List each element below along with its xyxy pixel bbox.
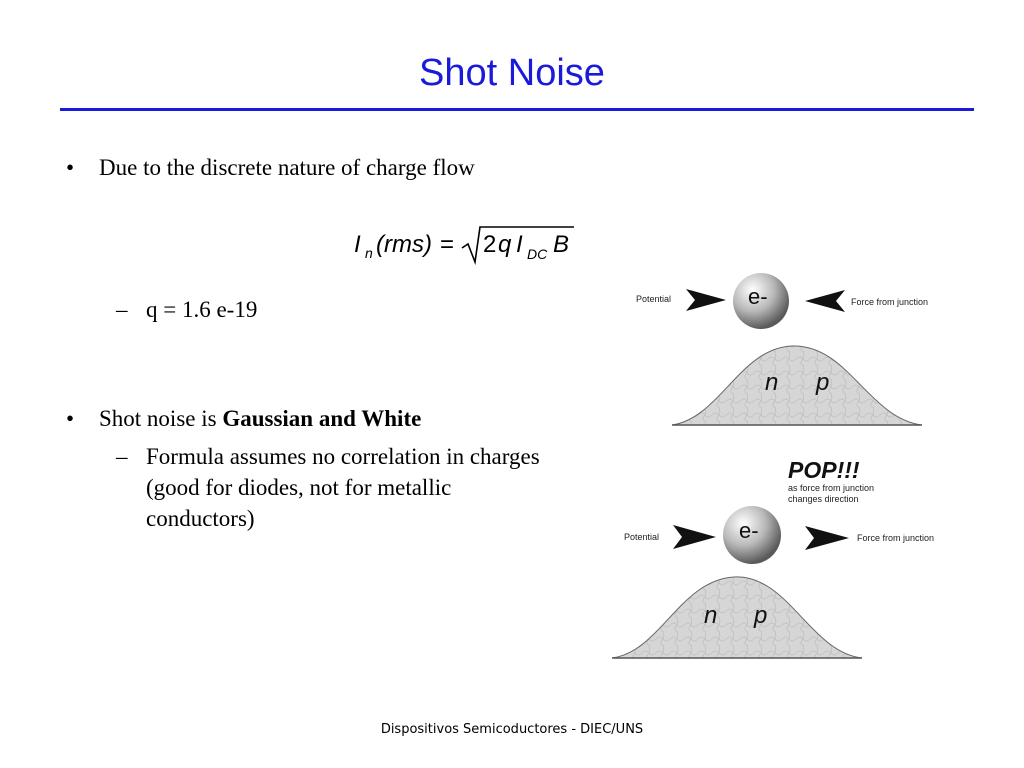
formula-b: B bbox=[553, 231, 569, 258]
bottom-left-arrow-icon bbox=[673, 525, 716, 549]
top-p-label: p bbox=[815, 369, 829, 396]
top-electron-ball-icon bbox=[733, 273, 789, 329]
sub-bullet-q-text: q = 1.6 e-19 bbox=[146, 297, 258, 322]
bullet-2-text: Shot noise is bbox=[99, 406, 223, 431]
sub-bullet-q: – q = 1.6 e-19 bbox=[116, 294, 526, 325]
bottom-bell-curve bbox=[611, 576, 863, 659]
bullet-marker: • bbox=[66, 406, 75, 431]
formula-equals: = bbox=[440, 231, 454, 258]
pop-line-2: changes direction bbox=[788, 494, 859, 504]
top-force-label: Force from junction bbox=[851, 297, 928, 307]
formula-idc: I bbox=[516, 231, 523, 258]
pn-junction-diagram: Potential e- Force from junction n p POP… bbox=[600, 268, 980, 668]
bottom-force-label: Force from junction bbox=[857, 533, 934, 543]
formula-svg: I n (rms) = 2 q I DC B bbox=[354, 226, 574, 266]
bottom-potential-label: Potential bbox=[624, 532, 659, 542]
bottom-n-label: n bbox=[704, 602, 717, 629]
pop-title: POP!!! bbox=[788, 457, 860, 483]
title-underline bbox=[60, 108, 974, 111]
formula-rms: (rms) bbox=[376, 231, 432, 258]
top-right-arrow-icon bbox=[805, 290, 845, 312]
formula-q: q bbox=[498, 231, 512, 258]
formula-i: I bbox=[354, 231, 361, 258]
formula-two: 2 bbox=[483, 231, 496, 258]
sqrt-sign bbox=[461, 226, 574, 266]
top-left-arrow-icon bbox=[686, 289, 726, 311]
bottom-scene: Potential e- Force from junction n p bbox=[611, 506, 934, 659]
pop-line-1: as force from junction bbox=[788, 483, 874, 493]
sub-bullet-correlation-text: Formula assumes no correlation in charge… bbox=[146, 444, 540, 531]
diagram-svg: Potential e- Force from junction n p POP… bbox=[611, 273, 934, 659]
sub-bullet-correlation: – Formula assumes no correlation in char… bbox=[116, 441, 546, 534]
bottom-electron-ball-icon bbox=[723, 506, 781, 564]
slide-footer: Dispositivos Semicoductores - DIEC/UNS bbox=[380, 722, 644, 737]
bullet-2-bold: Gaussian and White bbox=[222, 406, 422, 431]
bullet-marker: • bbox=[66, 155, 75, 180]
bullet-1: • Due to the discrete nature of charge f… bbox=[66, 152, 539, 183]
bottom-electron-label: e- bbox=[739, 518, 759, 543]
pop-caption: POP!!! as force from junction changes di… bbox=[788, 457, 874, 504]
slide-title: Shot Noise bbox=[419, 52, 605, 94]
sub-bullet-marker: – bbox=[116, 444, 128, 469]
bullet-1-text: Due to the discrete nature of charge flo… bbox=[99, 155, 475, 180]
top-electron-label: e- bbox=[748, 284, 768, 309]
shot-noise-formula: I n (rms) = 2 q I DC B bbox=[354, 222, 584, 268]
bottom-p-label: p bbox=[753, 602, 767, 629]
bullet-2: • Shot noise is Gaussian and White bbox=[66, 403, 539, 434]
top-scene: Potential e- Force from junction n p bbox=[636, 273, 928, 426]
sub-bullet-marker: – bbox=[116, 297, 128, 322]
top-potential-label: Potential bbox=[636, 294, 671, 304]
formula-n: n bbox=[365, 245, 373, 261]
top-n-label: n bbox=[765, 369, 778, 396]
formula-dc: DC bbox=[527, 246, 548, 262]
top-bell-curve bbox=[671, 345, 923, 426]
bottom-right-arrow-icon bbox=[805, 526, 849, 550]
